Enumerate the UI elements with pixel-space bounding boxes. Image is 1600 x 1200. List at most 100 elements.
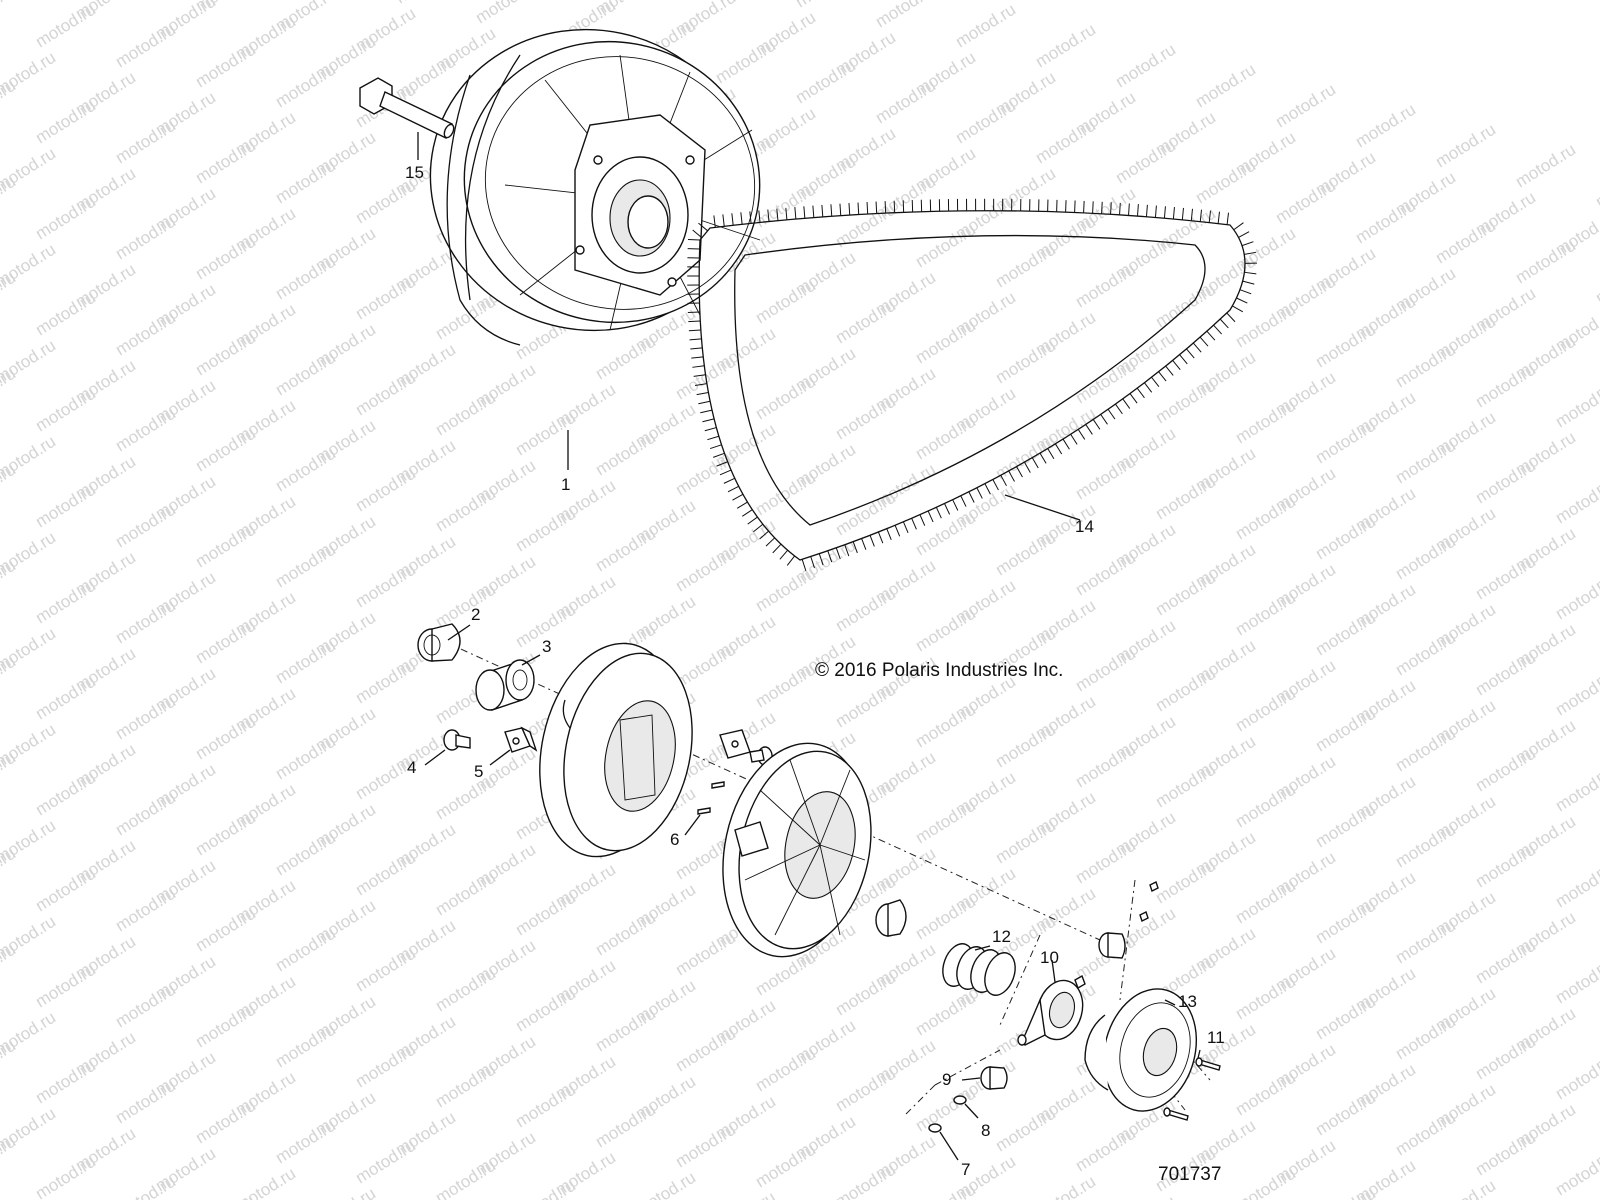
watermark-text: motod.ru xyxy=(1272,80,1339,132)
sheave-bolt[interactable] xyxy=(359,77,456,139)
watermark-text: motod.ru xyxy=(192,616,259,668)
callout-15: 15 xyxy=(405,163,424,182)
watermark-text: motod.ru xyxy=(952,0,1019,51)
watermark-text: motod.ru xyxy=(352,560,419,612)
watermark-text: motod.ru xyxy=(1472,840,1539,892)
primary-sheave-assembly[interactable] xyxy=(402,0,786,360)
callout-10: 10 xyxy=(1040,948,1059,967)
belt-tooth xyxy=(1154,205,1157,218)
watermark-text: motod.ru xyxy=(1352,196,1419,248)
belt-tooth xyxy=(1101,201,1103,214)
belt-tooth xyxy=(759,530,769,540)
belt-tooth xyxy=(786,555,796,566)
cam-roller[interactable] xyxy=(980,1066,1008,1090)
watermark-text: motod.ru xyxy=(1312,800,1379,852)
watermark-text: motod.ru xyxy=(1232,972,1299,1024)
watermark-text: motod.ru xyxy=(1112,136,1179,188)
spring[interactable] xyxy=(937,940,1020,1000)
watermark-text: motod.ru xyxy=(32,768,99,820)
watermark-text: motod.ru xyxy=(1472,1128,1539,1180)
belt-tooth xyxy=(884,201,887,214)
watermark-text: motod.ru xyxy=(512,408,579,460)
watermark-text: motod.ru xyxy=(1392,1012,1459,1064)
watermark-text: motod.ru xyxy=(1032,1172,1099,1200)
watermark-text: motod.ru xyxy=(32,960,99,1012)
belt-tooth xyxy=(1136,387,1145,399)
watermark-text: motod.ru xyxy=(1032,20,1099,72)
watermark-text: motod.ru xyxy=(992,240,1059,292)
watermark-text: motod.ru xyxy=(592,1100,659,1152)
watermark-text: motod.ru xyxy=(672,1024,739,1076)
moveable-sheave[interactable] xyxy=(521,630,709,870)
belt-tooth xyxy=(749,211,752,224)
belt-tooth xyxy=(848,203,851,216)
watermark-text: motod.ru xyxy=(1032,116,1099,168)
watermark-text: motod.ru xyxy=(112,116,179,168)
watermark-text: motod.ru xyxy=(272,156,339,208)
washer[interactable] xyxy=(953,1095,967,1105)
watermark-text: motod.ru xyxy=(1472,744,1539,796)
watermark-text: motod.ru xyxy=(32,864,99,916)
watermark-text: motod.ru xyxy=(32,480,99,532)
belt-tooth xyxy=(1047,448,1055,460)
belt-tooth xyxy=(713,452,725,458)
watermark-text: motod.ru xyxy=(32,96,99,148)
watermark-text: motod.ru xyxy=(1112,1192,1179,1200)
watermark-text: motod.ru xyxy=(192,904,259,956)
watermark-text: motod.ru xyxy=(672,928,739,980)
retaining-clip[interactable] xyxy=(928,1123,942,1133)
watermark-text: motod.ru xyxy=(272,1116,339,1168)
belt-tooth xyxy=(830,204,833,217)
watermark-text: motod.ru xyxy=(832,296,899,348)
watermark-text: motod.ru xyxy=(1312,896,1379,948)
spacer[interactable] xyxy=(875,899,907,937)
watermark-text: motod.ru xyxy=(672,1120,739,1172)
belt-tooth xyxy=(688,329,701,332)
belt-tooth xyxy=(779,549,789,560)
belt-tooth xyxy=(692,229,703,239)
belt-tooth xyxy=(1242,280,1255,285)
clutch-cover[interactable] xyxy=(1084,978,1210,1121)
bearing[interactable] xyxy=(475,659,535,711)
belt-tooth xyxy=(689,338,702,341)
upper-roller[interactable] xyxy=(1098,881,1159,959)
watermark-text: motod.ru xyxy=(272,444,339,496)
belt-tooth xyxy=(1199,336,1209,347)
belt-tooth xyxy=(1199,209,1203,222)
watermark-text: motod.ru xyxy=(192,232,259,284)
roller[interactable] xyxy=(504,726,538,753)
watermark-text: motod.ru xyxy=(992,816,1059,868)
fixed-sheave[interactable] xyxy=(704,730,888,970)
watermark-text: motod.ru xyxy=(752,1044,819,1096)
belt-tooth xyxy=(877,531,884,544)
roller-pin[interactable] xyxy=(443,729,471,751)
belt-tooth xyxy=(1092,201,1094,214)
belt-tooth xyxy=(827,550,833,563)
watermark-text: motod.ru xyxy=(1472,360,1539,412)
belt-tooth xyxy=(700,409,713,414)
dowel-pins[interactable] xyxy=(697,781,725,815)
watermark-text: motod.ru xyxy=(1472,936,1539,988)
belt-tooth xyxy=(1206,330,1216,341)
belt-tooth xyxy=(731,213,734,226)
drive-belt[interactable] xyxy=(687,198,1258,571)
watermark-text: motod.ru xyxy=(912,700,979,752)
watermark-text: motod.ru xyxy=(352,848,419,900)
watermark-text: motod.ru xyxy=(1152,376,1219,428)
belt-tooth xyxy=(1190,208,1193,221)
bushing[interactable] xyxy=(417,623,461,662)
belt-tooth xyxy=(1016,466,1023,478)
belt-tooth xyxy=(740,212,743,225)
belt-tooth xyxy=(1000,474,1007,487)
helix-cam[interactable] xyxy=(1017,974,1089,1046)
watermark-text: motod.ru xyxy=(1072,1124,1139,1176)
watermark-text: motod.ru xyxy=(992,720,1059,772)
belt-tooth xyxy=(1226,212,1230,225)
belt-tooth xyxy=(742,509,753,517)
belt-tooth xyxy=(1054,443,1063,455)
watermark-text: motod.ru xyxy=(112,500,179,552)
belt-tooth xyxy=(690,347,703,350)
watermark-text: motod.ru xyxy=(432,580,499,632)
belt-tooth xyxy=(803,206,806,219)
cover-screws[interactable] xyxy=(1163,1057,1221,1121)
